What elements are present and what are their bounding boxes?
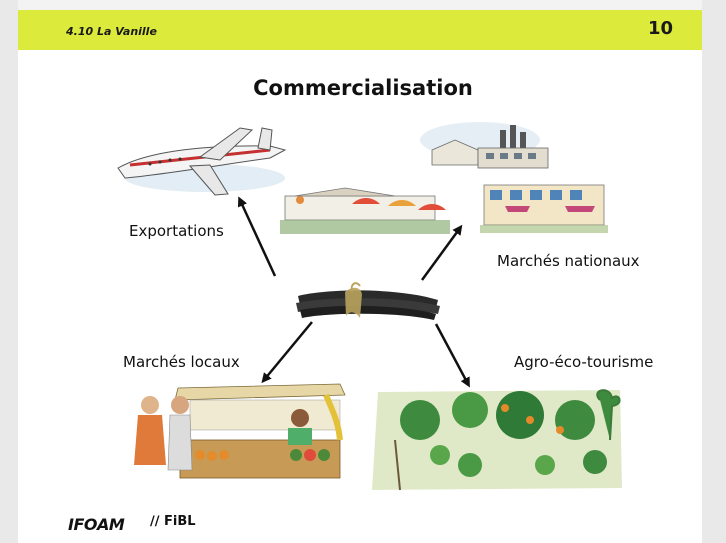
- shops-building-illustration: [480, 184, 608, 233]
- slide-title: Commercialisation: [253, 76, 473, 100]
- left-border: [0, 0, 18, 543]
- fibl-leaf-icon: ∕∕: [150, 514, 160, 529]
- fibl-logo: ∕∕ FiBL: [150, 514, 196, 529]
- vanilla-bundle-illustration: [296, 282, 440, 320]
- label-national-markets: Marchés nationaux: [497, 252, 640, 270]
- arrow-to-exports: [237, 196, 277, 277]
- label-local-markets: Marchés locaux: [123, 353, 240, 371]
- garden-illustration: [372, 389, 622, 491]
- section-label: 4.10 La Vanille: [66, 25, 157, 38]
- arrow-to-agro-eco-tourism: [434, 323, 470, 388]
- airplane-illustration: [117, 127, 287, 196]
- ifoam-logo: IFOAM: [68, 515, 125, 534]
- page-number: 10: [648, 18, 674, 39]
- label-agro-eco-tourism: Agro-éco-tourisme: [514, 353, 654, 371]
- arrow-to-local-markets: [261, 321, 313, 384]
- header-top-strip: [18, 0, 702, 10]
- label-exports: Exportations: [129, 222, 224, 240]
- header-band: [18, 10, 702, 50]
- fibl-logo-text: FiBL: [164, 514, 196, 529]
- market-stall-illustration: [134, 383, 346, 479]
- arrow-to-national-markets: [420, 224, 463, 281]
- factory-illustration: [420, 122, 549, 169]
- right-border: [702, 0, 726, 543]
- terrace-illustration: [280, 187, 450, 234]
